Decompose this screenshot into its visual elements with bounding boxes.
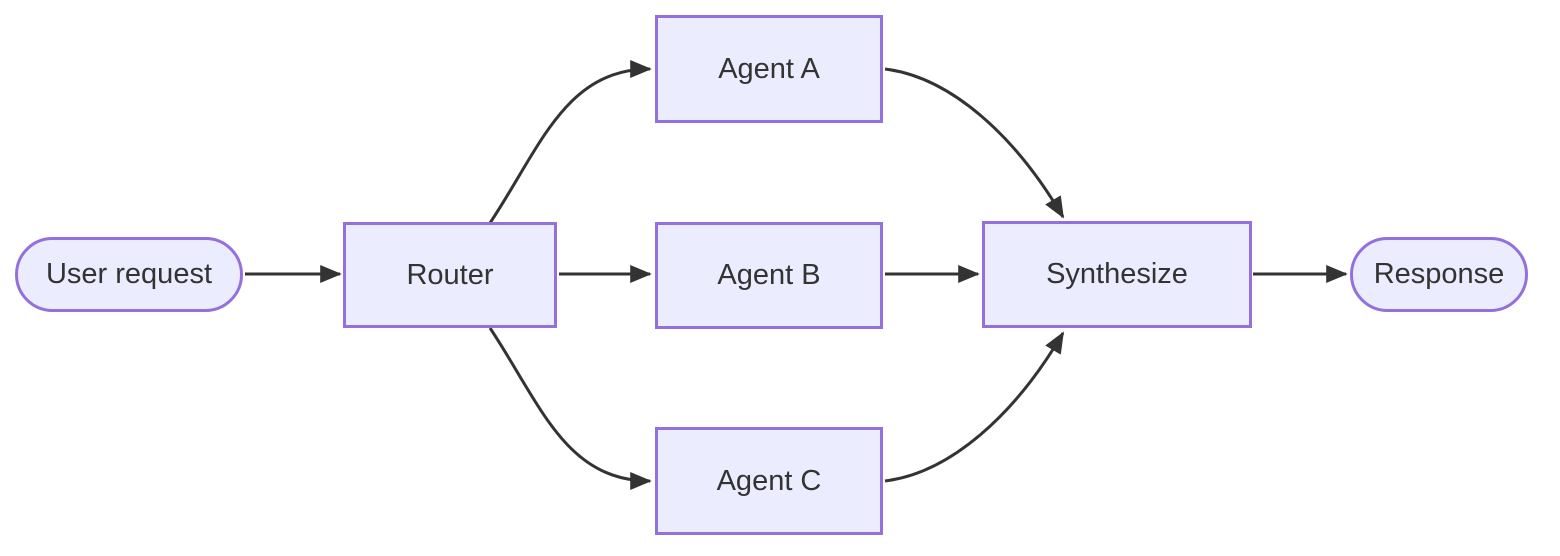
node-synthesize: Synthesize bbox=[982, 221, 1252, 328]
node-synthesize-label: Synthesize bbox=[1046, 258, 1188, 290]
node-response-label: Response bbox=[1373, 258, 1505, 290]
node-agent-b: Agent B bbox=[655, 222, 883, 329]
node-router: Router bbox=[343, 222, 557, 328]
node-user-request: User request bbox=[15, 237, 243, 312]
node-agent-a-label: Agent A bbox=[718, 52, 820, 85]
edge-agent-a-synthesize bbox=[884, 67, 1065, 219]
edge-router-agent-c bbox=[488, 327, 652, 490]
node-agent-b-label: Agent B bbox=[717, 259, 821, 291]
node-agent-c: Agent C bbox=[655, 427, 883, 535]
node-router-label: Router bbox=[406, 258, 494, 291]
node-user-request-label: User request bbox=[45, 258, 212, 290]
node-agent-c-label: Agent C bbox=[716, 464, 822, 497]
edge-agent-c-synthesize bbox=[884, 331, 1065, 483]
node-agent-a: Agent A bbox=[655, 15, 883, 123]
edge-router-agent-a bbox=[488, 60, 652, 224]
node-response: Response bbox=[1350, 237, 1528, 312]
